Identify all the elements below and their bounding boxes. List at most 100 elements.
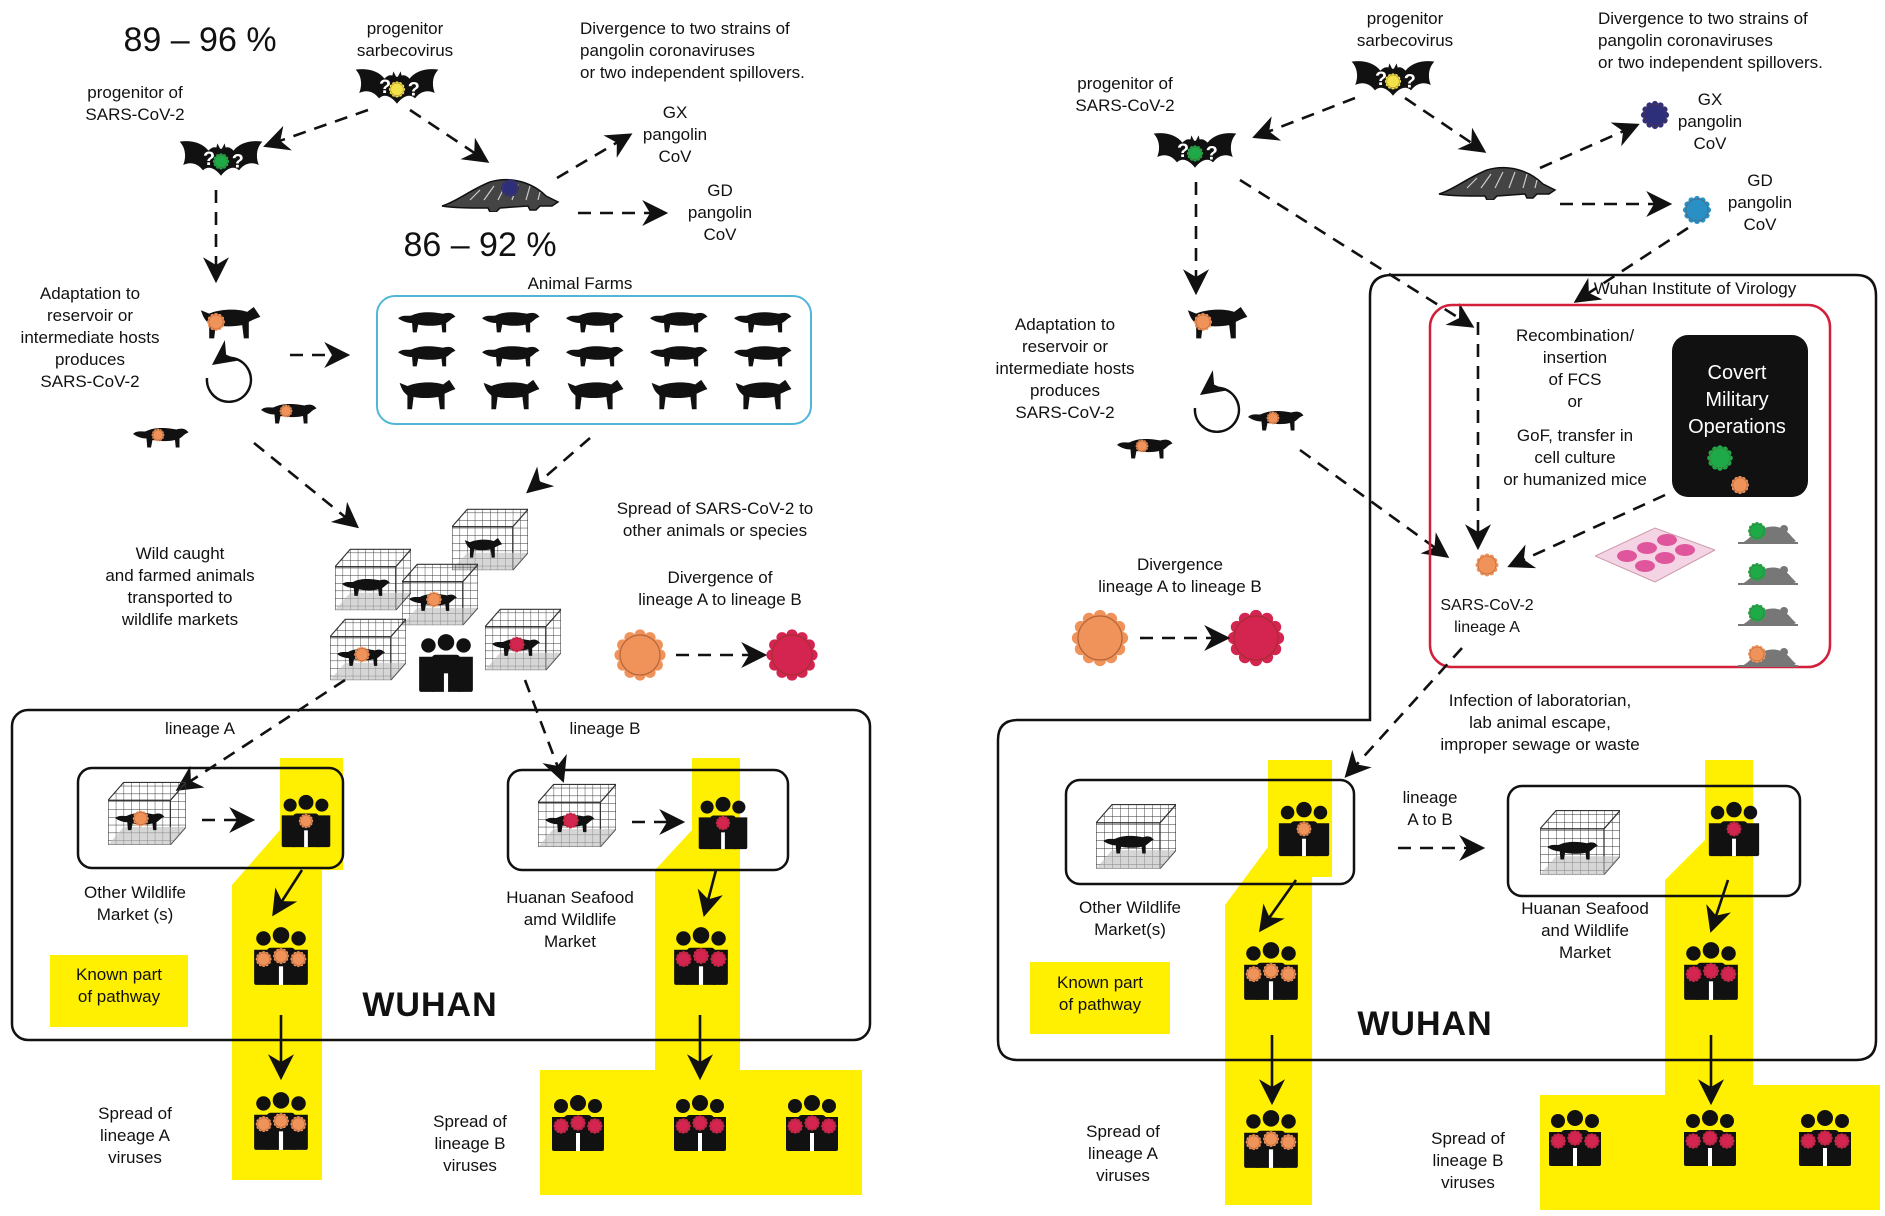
gx-pangolin-label: GX pangolin CoV xyxy=(642,103,708,166)
people-group-b2-right-virus xyxy=(1720,966,1737,983)
people-group-b4-right-virus xyxy=(1685,1133,1701,1149)
wiv-label: Wuhan Institute of Virology xyxy=(1593,279,1797,298)
humanized-mouse-icon xyxy=(1738,565,1798,585)
virus-body xyxy=(1835,1134,1849,1148)
pangolin-identity-range-label: 86 – 92 % xyxy=(403,226,557,264)
virus-body xyxy=(1551,1134,1565,1148)
arrow-lab-to-market xyxy=(1344,647,1463,778)
virus-body xyxy=(822,1119,836,1133)
farm-civet-icon xyxy=(398,312,456,333)
virus-body xyxy=(1477,555,1497,575)
virus-body xyxy=(1801,1134,1815,1148)
wiv-inner-box xyxy=(1428,303,1832,669)
progenitor-sars2-label-right: progenitor of SARS-CoV-2 xyxy=(1075,74,1175,115)
progenitor-bat-question: ? xyxy=(379,76,391,98)
virus-body xyxy=(1704,964,1718,978)
arrow-hosts-to-cages xyxy=(253,441,360,529)
adaptation-cycle-icon xyxy=(205,340,253,403)
spread-lineage-a-label-right: Spread of lineage A viruses xyxy=(1086,1122,1160,1185)
virus-body xyxy=(676,1119,690,1133)
divergence-lineage-label-right: Divergence lineage A to lineage B xyxy=(1098,555,1262,596)
people-group-b3-virus xyxy=(587,1118,603,1134)
farm-dog-icon xyxy=(399,379,456,410)
virus-body xyxy=(214,154,228,168)
people-group-b4-virus xyxy=(675,1118,691,1134)
people-group-b2-right-virus xyxy=(1703,963,1719,979)
other-market-label: Other Wildlife Market (s) xyxy=(83,883,187,924)
virus-body xyxy=(694,949,708,963)
virus-body xyxy=(717,817,729,829)
farm-civet-icon-row2 xyxy=(566,346,624,367)
adaptation-label: Adaptation to reservoir or intermediate … xyxy=(20,284,160,391)
humanized-mouse-icon xyxy=(1738,606,1798,626)
people-group-a3-right-virus xyxy=(1263,1131,1279,1147)
farm-civet-icon xyxy=(734,312,792,333)
virus-body xyxy=(510,638,524,651)
covert-operations-label: Covert Military Operations xyxy=(1688,362,1786,438)
virus-body xyxy=(134,812,148,826)
virus-body xyxy=(588,1119,602,1133)
virus-body xyxy=(280,405,292,417)
gx-pangolin-label-right: GX pangolin CoV xyxy=(1677,90,1743,153)
farm-civet-icon-row2 xyxy=(398,346,456,367)
arrow-spread-a1-right xyxy=(1258,879,1298,933)
arrow-spread-b1-right xyxy=(1706,879,1731,933)
virus-body xyxy=(1687,967,1701,981)
gd-pangolin-label: GD pangolin CoV xyxy=(687,181,753,244)
known-part-label: Known part of pathway xyxy=(76,965,162,1006)
progenitor-bat-right-question: ? xyxy=(1375,68,1387,90)
virus-body xyxy=(788,1119,802,1133)
host-civet-virus-right-2 xyxy=(1266,411,1280,425)
arrow-host-to-lineage-a xyxy=(1299,448,1450,559)
virus-body xyxy=(274,949,288,963)
pangolin-icon xyxy=(441,178,559,212)
covert-virus-green xyxy=(1707,445,1733,471)
known-part-legend-box xyxy=(50,955,188,1027)
host-civet-virus-2 xyxy=(279,404,293,418)
wiv-lineage-a-virus xyxy=(1475,553,1499,577)
farm-civet-icon-row2 xyxy=(650,346,708,367)
virus-body xyxy=(291,952,305,966)
arrow-to-huanan xyxy=(523,679,567,783)
gof-label: GoF, transfer in cell culture or humaniz… xyxy=(1503,426,1647,489)
virus-body xyxy=(1749,605,1765,621)
people-group-a2-right-virus xyxy=(1245,966,1262,983)
virus-body xyxy=(710,1119,724,1133)
people-group-b5-virus xyxy=(821,1118,837,1134)
virus-body xyxy=(1281,967,1295,981)
virus-body xyxy=(1264,964,1278,978)
host-civet-virus xyxy=(151,428,165,442)
people-group-b3-virus xyxy=(570,1115,586,1131)
virus-body xyxy=(571,1116,585,1130)
spread-animals-label: Spread of SARS-CoV-2 to other animals or… xyxy=(616,499,814,540)
people-group-a3-virus xyxy=(255,1116,272,1133)
farm-dog-icon xyxy=(567,379,624,410)
people-group-a2-virus xyxy=(290,951,307,968)
progenitor-sars2-label: progenitor of SARS-CoV-2 xyxy=(85,83,185,124)
arrow-bat-to-progenitor-right xyxy=(1252,96,1356,141)
virus-body xyxy=(1749,646,1765,662)
virus-body xyxy=(1749,523,1765,539)
people-group-b4-virus xyxy=(692,1115,708,1131)
virus-body xyxy=(1727,822,1741,836)
cage-civet-2-virus xyxy=(426,591,442,608)
progenitor-sars2-bat-question: ? xyxy=(203,148,215,170)
virus-body xyxy=(1247,967,1261,981)
virus-body xyxy=(1188,146,1202,160)
humanized-mouse-virus xyxy=(1748,645,1766,663)
host-civet-virus-right xyxy=(1135,439,1149,453)
virus-body xyxy=(300,815,312,827)
virus-body xyxy=(1703,1131,1717,1145)
wuhan-and-wiv-outline xyxy=(996,273,1878,1062)
virus-body xyxy=(1386,74,1400,88)
people-group-b5-right-virus xyxy=(1817,1130,1833,1146)
virus-body xyxy=(390,82,404,96)
virus-body xyxy=(502,180,518,196)
lineage-a-label: lineage A xyxy=(165,719,235,738)
virus-body xyxy=(1732,477,1748,493)
virus-body xyxy=(427,593,441,606)
virus-body xyxy=(257,952,271,966)
lineage-b-virus-right xyxy=(1227,609,1285,667)
virus-body xyxy=(1568,1131,1582,1145)
arrow-spread-b1 xyxy=(697,869,723,918)
